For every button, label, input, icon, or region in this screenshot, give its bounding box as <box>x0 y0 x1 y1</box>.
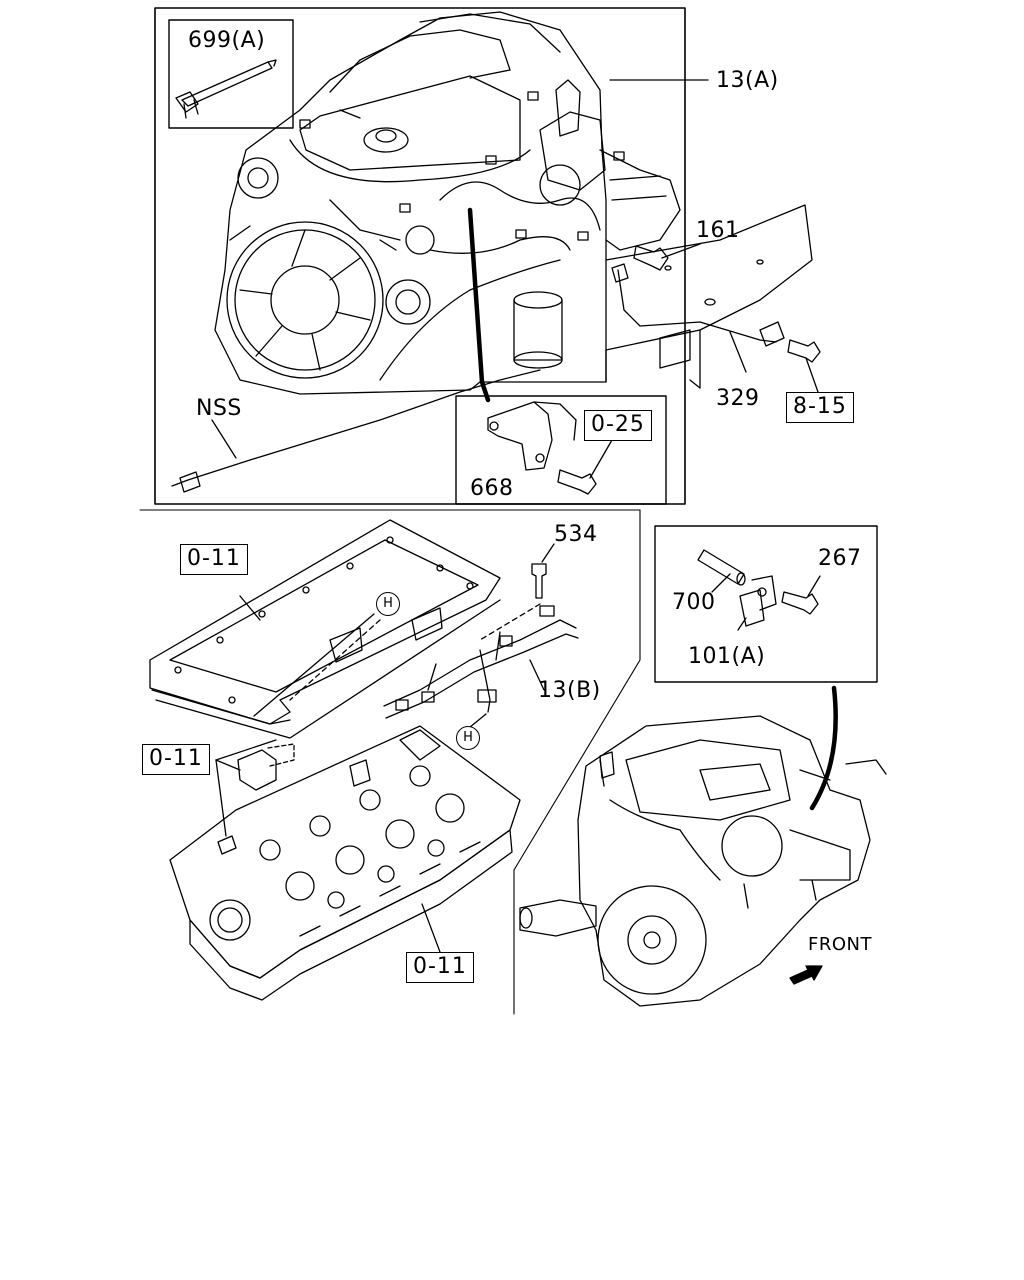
label-267: 267 <box>818 546 862 571</box>
label-13a: 13(A) <box>716 68 779 93</box>
top-frame <box>155 8 685 504</box>
bolt-0-25-drawing <box>558 470 596 494</box>
ref-box-0-11-bottom[interactable]: 0-11 <box>406 952 474 983</box>
label-161: 161 <box>696 218 740 243</box>
pin-700-drawing <box>698 550 745 585</box>
bolt-267-drawing <box>782 592 818 614</box>
bracket-inset-frame <box>456 396 666 504</box>
bracket-101a-drawing <box>740 576 776 626</box>
bracket-668-drawing <box>488 402 576 470</box>
label-101a: 101(A) <box>688 644 766 669</box>
ref-box-0-11-mid[interactable]: 0-11 <box>142 744 210 775</box>
label-699a: 699(A) <box>188 28 266 53</box>
ref-box-0-11-top[interactable]: 0-11 <box>180 544 248 575</box>
engine-top-drawing <box>215 12 680 394</box>
label-329: 329 <box>716 386 760 411</box>
ground-cable-329-drawing <box>612 264 784 346</box>
marker-h-lower: H <box>456 726 480 750</box>
cylinder-head-drawing <box>170 726 520 1000</box>
marker-h-upper: H <box>376 592 400 616</box>
ref-box-8-15[interactable]: 8-15 <box>786 392 854 423</box>
inset-699a-frame <box>169 20 293 128</box>
harness-nss-drawing <box>172 370 540 486</box>
front-label: FRONT <box>808 934 872 955</box>
cable-tie-699a-drawing <box>176 60 276 118</box>
bolt-8-15-drawing <box>788 340 820 362</box>
head-cover-drawing <box>150 520 500 738</box>
label-nss: NSS <box>196 396 242 421</box>
engine-bottom-drawing <box>520 716 886 1006</box>
front-arrow-icon <box>790 966 822 984</box>
bolt-534-drawing <box>532 564 546 598</box>
bolt-161-drawing <box>634 246 668 270</box>
sensor-0-11-drawing <box>218 744 294 854</box>
ref-box-0-25[interactable]: 0-25 <box>584 410 652 441</box>
label-13b: 13(B) <box>538 678 601 703</box>
inset-700-frame <box>655 526 877 682</box>
label-700: 700 <box>672 590 716 615</box>
chassis-frame-drawing <box>606 205 812 388</box>
label-668: 668 <box>470 476 514 501</box>
harness-13b-drawing <box>384 606 578 718</box>
label-534: 534 <box>554 522 598 547</box>
